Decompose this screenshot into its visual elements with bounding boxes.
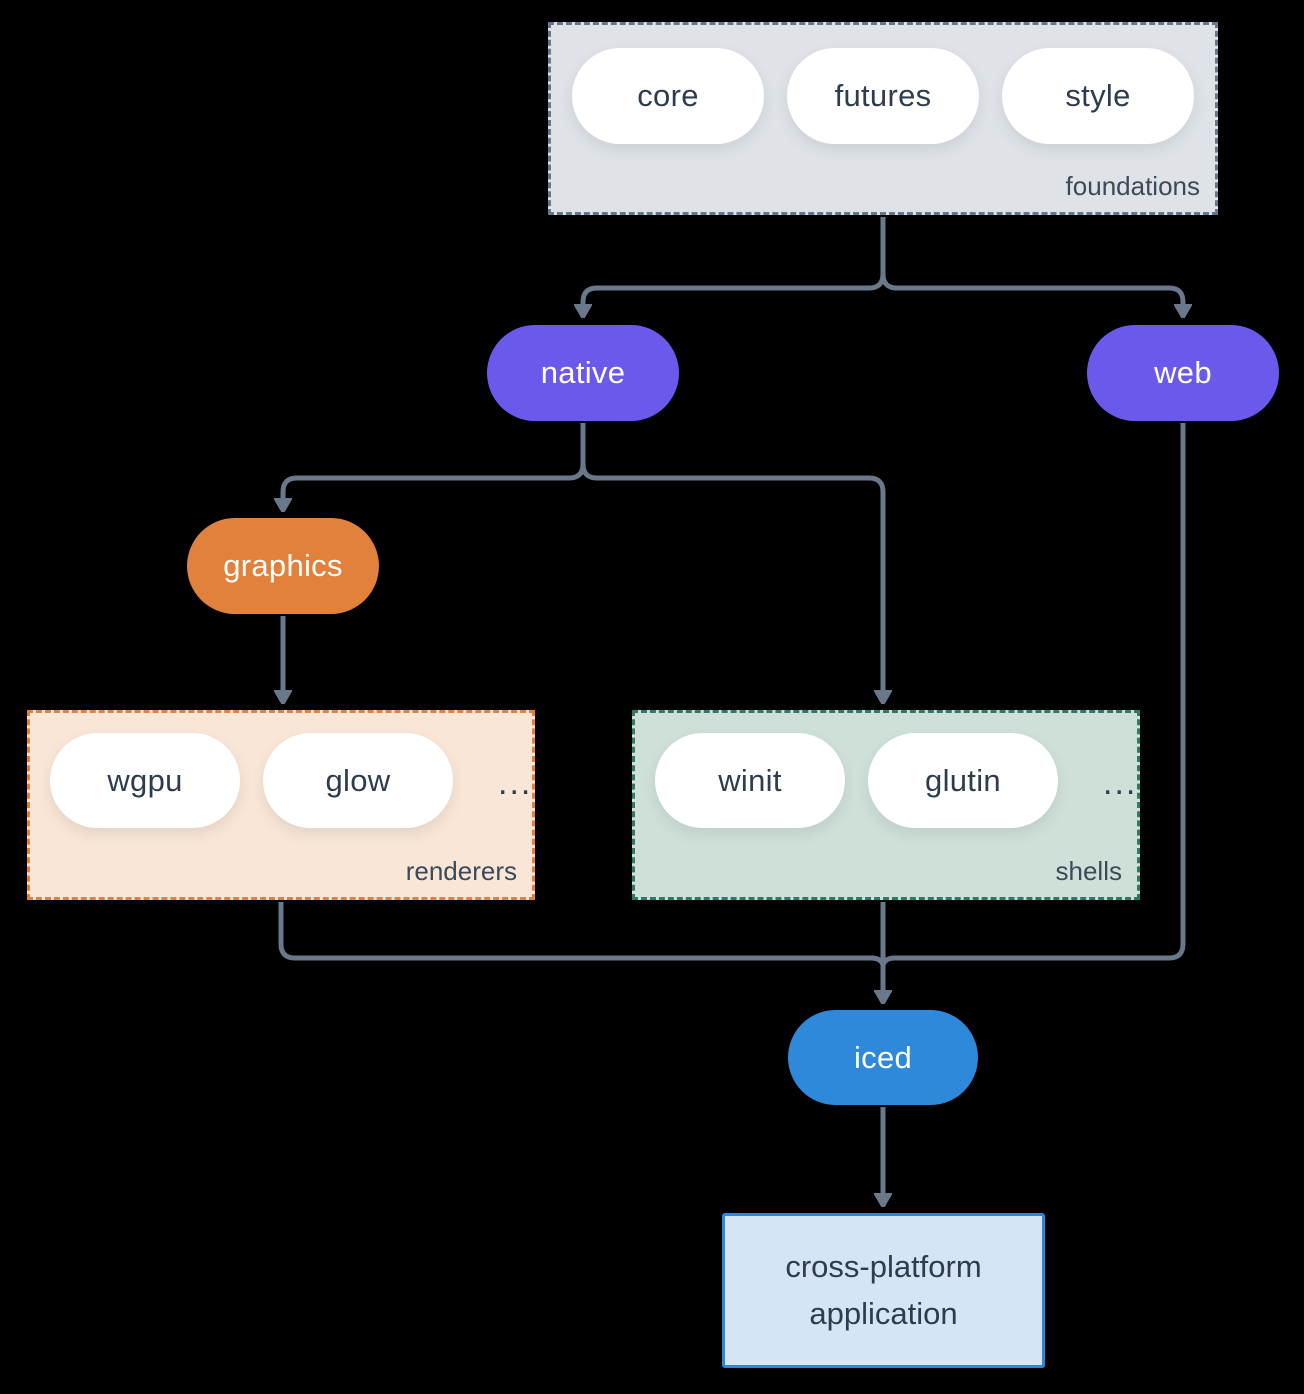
- edge-foundations-web: [880, 273, 1183, 316]
- node-glutin: glutin: [868, 733, 1058, 828]
- group-label-shells: shells: [1055, 856, 1122, 886]
- group-label-renderers: renderers: [405, 856, 517, 886]
- node-futures: futures: [787, 48, 979, 144]
- renderers-ellipsis: ...: [498, 764, 533, 802]
- group-label-foundations: foundations: [1065, 171, 1200, 201]
- node-glow: glow: [263, 733, 453, 828]
- node-style: style: [1002, 48, 1194, 144]
- group-shells: winit glutin ... shells: [632, 710, 1140, 900]
- renderers-pill-row: wgpu glow ...: [50, 733, 532, 828]
- edge-native-graphics: [283, 423, 586, 510]
- edge-native-shells: [580, 463, 883, 702]
- node-native: native: [487, 325, 679, 421]
- group-renderers: wgpu glow ... renderers: [27, 710, 535, 900]
- shells-pill-row: winit glutin ...: [655, 733, 1137, 828]
- node-graphics: graphics: [187, 518, 379, 614]
- node-core: core: [572, 48, 764, 144]
- node-winit: winit: [655, 733, 845, 828]
- node-iced: iced: [788, 1010, 978, 1105]
- group-foundations: core futures style foundations: [548, 22, 1218, 215]
- node-cross-platform-application: cross-platform application: [722, 1213, 1045, 1368]
- node-wgpu: wgpu: [50, 733, 240, 828]
- edge-foundations-native: [583, 217, 886, 316]
- node-web: web: [1087, 325, 1279, 421]
- shells-ellipsis: ...: [1103, 764, 1138, 802]
- edge-renderers-merge: [278, 902, 886, 966]
- foundations-pill-row: core futures style: [572, 48, 1194, 144]
